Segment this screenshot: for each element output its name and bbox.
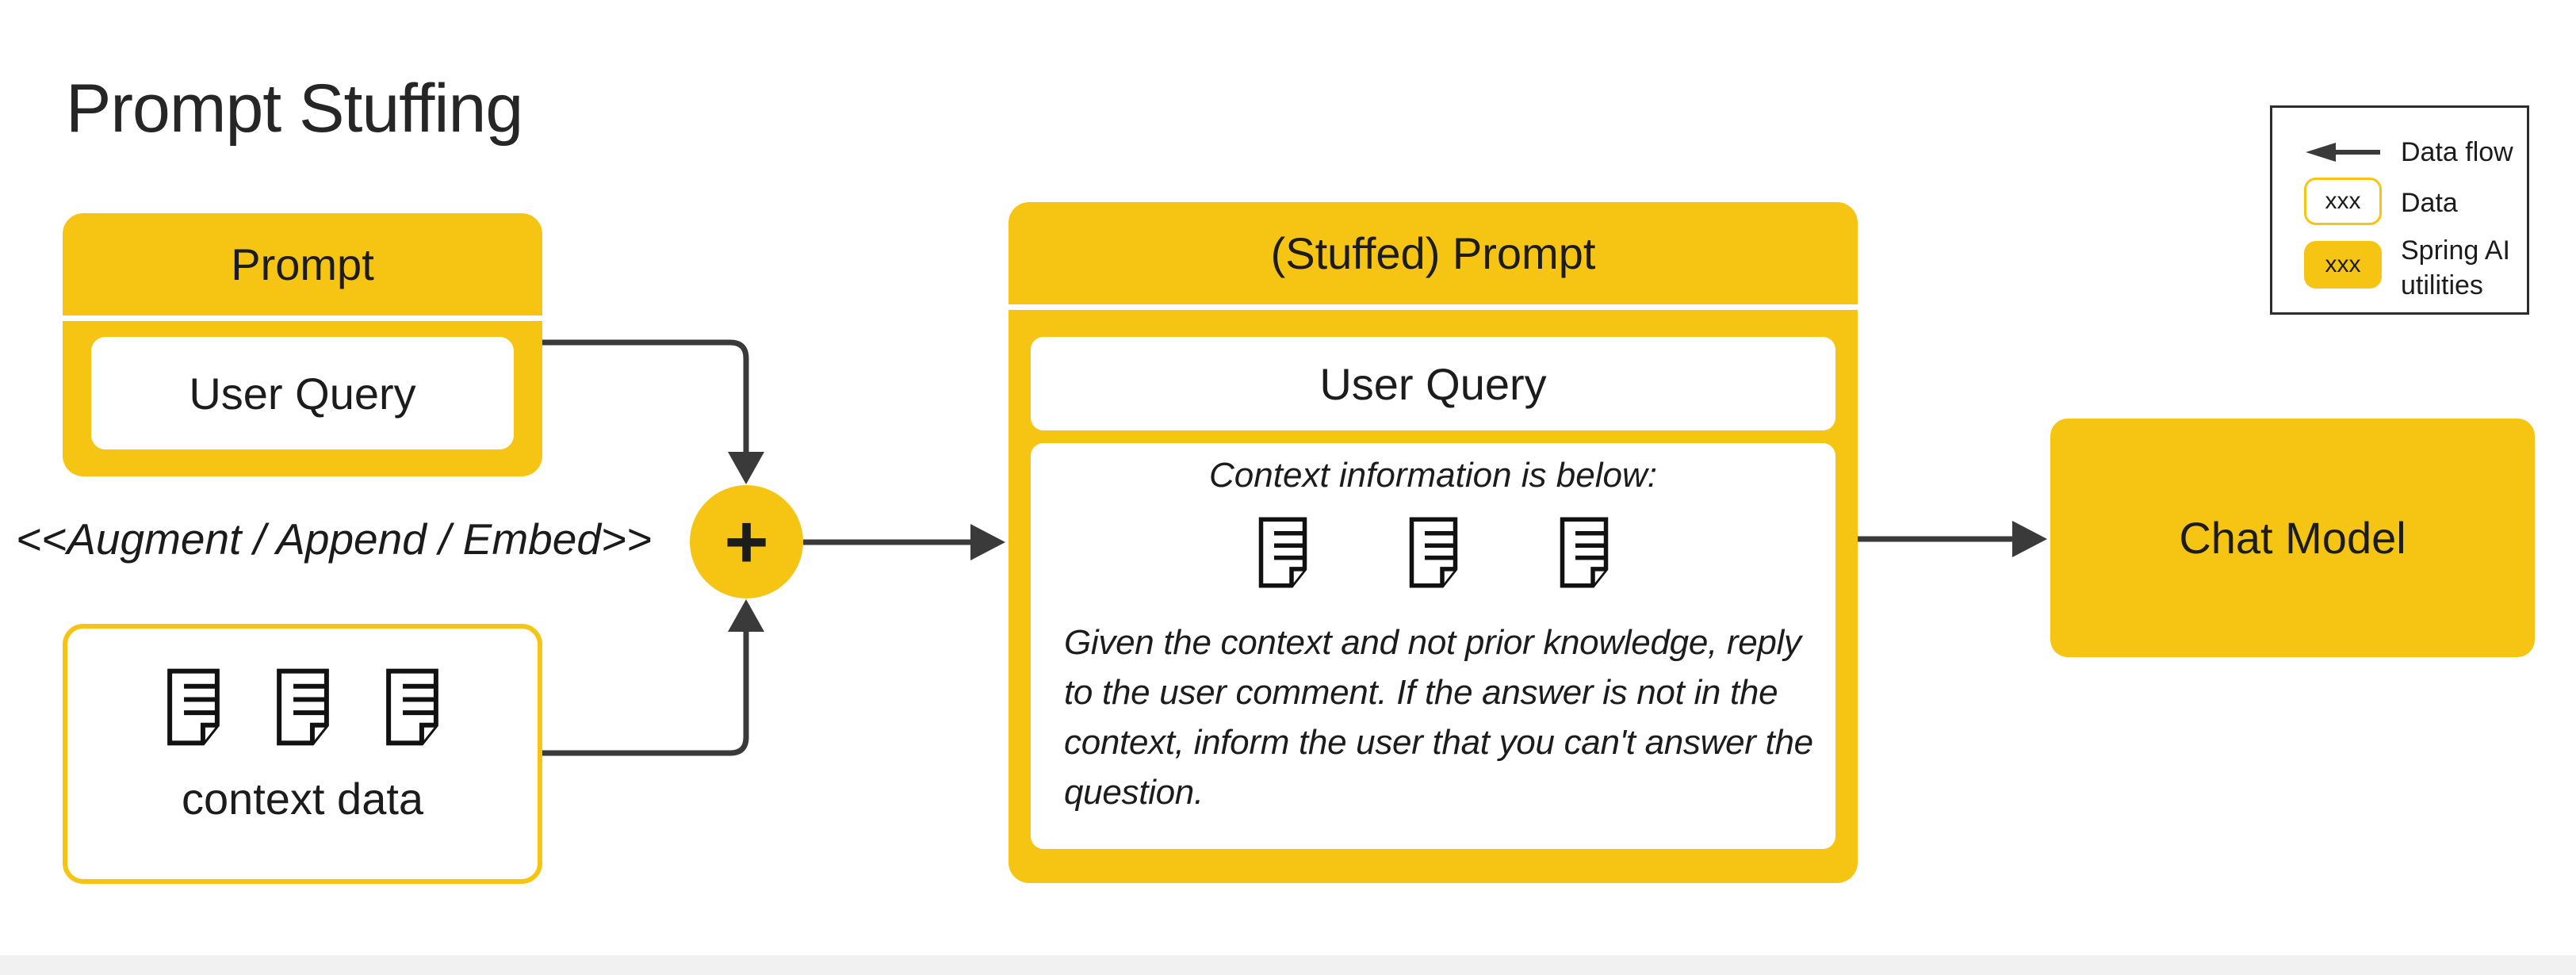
document-icon <box>1409 517 1457 588</box>
arrow-prompt-to-plus <box>542 339 764 484</box>
data-box-icon: xxx <box>2304 178 2382 225</box>
legend-label-data-flow: Data flow <box>2401 137 2513 167</box>
document-icon <box>1258 517 1307 588</box>
context-data-box: context data <box>63 624 542 884</box>
spring-ai-utility-box-icon: xxx <box>2304 241 2382 289</box>
context-data-label: context data <box>181 774 424 824</box>
document-icon <box>1560 517 1608 588</box>
data-flow-arrow-icon <box>2306 143 2380 162</box>
stuffed-context-section: Context information is below: <box>1031 443 1835 849</box>
stuffed-prompt-box: (Stuffed) Prompt User Query Context info… <box>1009 202 1858 883</box>
context-heading: Context information is below: <box>1209 456 1657 495</box>
legend: Data flow xxx Data xxx Spring AI utiliti… <box>2270 105 2529 315</box>
document-icon <box>167 668 220 746</box>
stuffed-user-query-box: User Query <box>1031 337 1835 430</box>
legend-label-spring-ai-utilities: Spring AI utilities <box>2401 235 2510 301</box>
page-title: Prompt Stuffing <box>66 71 523 147</box>
user-query-box: User Query <box>91 337 514 449</box>
document-icon <box>385 668 438 746</box>
legend-label-data: Data <box>2401 188 2458 218</box>
chat-model-box: Chat Model <box>2050 419 2535 657</box>
prompt-box-title: Prompt <box>231 239 374 289</box>
prompt-box: Prompt User Query <box>63 213 542 476</box>
stuffed-prompt-divider <box>1009 304 1858 310</box>
arrow-context-to-plus <box>542 599 764 756</box>
document-icons-row <box>1031 516 1835 589</box>
bottom-strip <box>0 955 2576 975</box>
augment-append-embed-label: <<Augment / Append / Embed>> <box>16 514 653 564</box>
arrow-stuffed-prompt-to-chat-model <box>1858 521 2047 557</box>
plus-merge-node: + <box>690 485 803 598</box>
document-icon <box>276 668 329 746</box>
arrow-plus-to-stuffed-prompt <box>803 524 1005 560</box>
context-instruction-text: Given the context and not prior knowledg… <box>1064 623 1813 812</box>
document-icons-row <box>165 668 441 746</box>
prompt-box-divider <box>63 315 542 321</box>
stuffed-prompt-title: (Stuffed) Prompt <box>1270 228 1596 278</box>
